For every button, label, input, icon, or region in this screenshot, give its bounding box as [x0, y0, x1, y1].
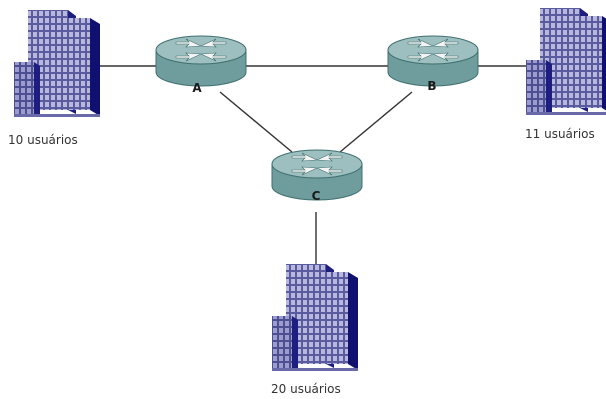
- link-b-c: [339, 91, 413, 153]
- site-left-label: 10 usuários: [8, 133, 78, 147]
- router-c-label: C: [312, 189, 321, 203]
- router-b-label: B: [427, 79, 436, 93]
- site-bottom-label: 20 usuários: [271, 382, 341, 396]
- router-a-label: A: [192, 81, 202, 95]
- building-icon: [272, 264, 358, 371]
- link-a-c: [219, 91, 293, 153]
- router-icon: B: [387, 35, 479, 93]
- building-icon: [526, 8, 606, 115]
- router-icon: A: [155, 35, 247, 95]
- links: [100, 65, 538, 272]
- router-icon: C: [271, 149, 363, 203]
- site-right-label: 11 usuários: [525, 127, 595, 141]
- building-icon: [14, 10, 100, 117]
